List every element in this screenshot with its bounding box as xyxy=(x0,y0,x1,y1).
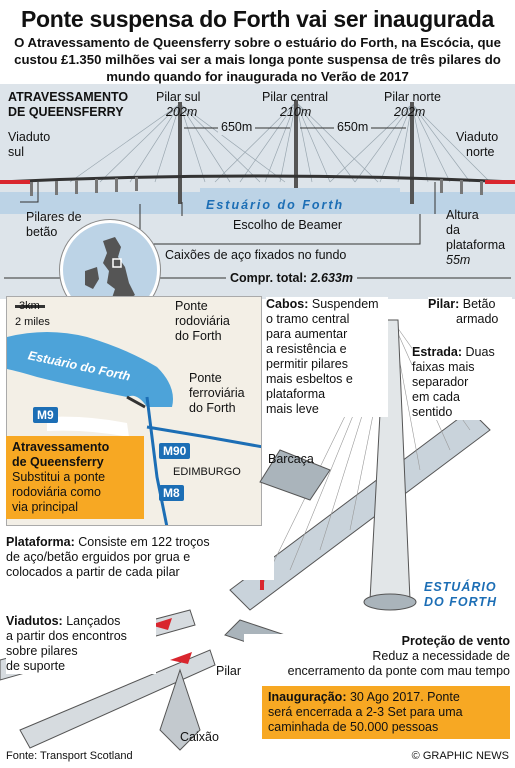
rail-bridge-label-2: ferroviária xyxy=(189,386,245,400)
road-line-1: Duas xyxy=(465,345,495,359)
wind-title: Proteção de vento xyxy=(401,634,510,648)
opening-line-2: será encerrada a 2-3 Set para uma xyxy=(268,705,463,719)
opening-line-3: caminhada de 50.000 pessoas xyxy=(268,720,439,734)
deck-height-label-2: da xyxy=(446,223,460,237)
map-scale-miles: 2 miles xyxy=(15,316,50,328)
cables-line-2: o tramo central xyxy=(266,312,350,326)
uk-map-icon xyxy=(85,237,135,303)
steel-caissons-label: Caixões de aço fixados no fundo xyxy=(162,248,350,263)
viaducts-line-2: a partir dos encontros xyxy=(6,629,127,643)
deck-height-label-1: Altura xyxy=(446,208,479,222)
wind-line-2: encerramento da ponte com mau tempo xyxy=(287,664,510,678)
wind-line-1: Reduz a necessidade de xyxy=(372,649,510,663)
span-length-1: 650m xyxy=(218,120,256,135)
south-tower-label: Pilar sul xyxy=(156,90,201,104)
m8-road-sign: M8 xyxy=(159,485,184,501)
bridge-elevation-drawing xyxy=(0,100,515,279)
north-tower-label: Pilar norte xyxy=(384,90,441,104)
cables-line-1: Suspendem xyxy=(311,297,379,311)
viaducts-line-3: sobre pilares xyxy=(6,644,78,658)
cables-line-4: a resistência e xyxy=(266,342,347,356)
deck-line-3: colocados a partir de cada pilar xyxy=(6,565,180,579)
cables-line-3: para aumentar xyxy=(266,327,348,341)
road-note: Estrada: Duas faixas mais separador em c… xyxy=(412,345,512,420)
wind-protection-note: Proteção de vento Reduz a necessidade de… xyxy=(244,634,510,679)
edinburgh-label: EDIMBURGO xyxy=(173,466,241,478)
queensferry-info-box: Atravessamento de Queensferry Substitui … xyxy=(6,436,144,519)
north-viaduct-label-1: Viaduto xyxy=(456,130,499,144)
crossing-label-2: DE QUEENSFERRY xyxy=(8,105,124,119)
estuary-3d-label-1: ESTUÁRIO xyxy=(424,580,497,594)
viaducts-note: Viadutos: Lançados a partir dos encontro… xyxy=(6,614,156,674)
pylon-note: Pilar: Betão armado xyxy=(428,297,512,327)
deck-height-label-3: plataforma xyxy=(446,238,506,252)
forth-map-drawing xyxy=(7,305,261,525)
road-line-2: faixas mais xyxy=(412,360,475,374)
beamer-rock-label: Escolho de Beamer xyxy=(230,218,346,233)
central-tower-label: Pilar central xyxy=(262,90,328,104)
map-scale-km: 3km xyxy=(19,300,40,312)
road-line-5: sentido xyxy=(412,405,453,419)
road-bridge-label-3: do Forth xyxy=(175,329,222,343)
opening-line-1: 30 Ago 2017. Ponte xyxy=(349,690,460,704)
viaducts-line-1: Lançados xyxy=(66,614,121,628)
page-title: Ponte suspensa do Forth vai ser inaugura… xyxy=(20,6,495,32)
road-bridge-label-2: rodoviária xyxy=(175,314,230,328)
estuary-label: Estuário do Forth xyxy=(206,198,345,212)
queensferry-box-text-1: Substitui a ponte xyxy=(12,470,106,484)
estuary-3d-label-2: DO FORTH xyxy=(424,595,498,609)
queensferry-box-title-1: Atravessamento xyxy=(12,440,110,454)
source-credit: Fonte: Transport Scotland xyxy=(6,750,133,762)
crossing-label-1: ATRAVESSAMENTO xyxy=(8,90,129,104)
north-viaduct-label-2: norte xyxy=(466,145,495,159)
road-line-4: em cada xyxy=(412,390,460,404)
road-title: Estrada: xyxy=(412,345,463,359)
cables-line-8: mais leve xyxy=(266,402,319,416)
location-map: 3km 2 miles Estuário do Forth Ponte rodo… xyxy=(6,296,262,526)
pylon-line-2: armado xyxy=(456,312,499,326)
pier-label: Pilar xyxy=(216,664,242,678)
deck-line-1: Consiste em 122 troços xyxy=(78,535,210,549)
viaducts-title: Viadutos: xyxy=(6,614,63,628)
queensferry-box-text-3: via principal xyxy=(12,500,79,514)
total-length-value: 2.633m xyxy=(310,271,353,285)
opening-info-box: Inauguração: 30 Ago 2017. Ponte será enc… xyxy=(262,686,510,739)
south-tower-height: 202m xyxy=(166,105,198,119)
cables-line-5: permitir pilares xyxy=(266,357,348,371)
south-viaduct-label-2: sul xyxy=(8,145,24,159)
m9-road-sign: M9 xyxy=(33,407,58,423)
pylon-line-1: Betão xyxy=(462,297,496,311)
south-viaduct-label-1: Viaduto xyxy=(8,130,51,144)
deck-line-2: de aço/betão erguidos por grua e xyxy=(6,550,191,564)
north-tower-height: 202m xyxy=(394,105,426,119)
total-length-label: Compr. total: xyxy=(230,271,308,285)
barge-label: Barcaça xyxy=(268,452,314,466)
cables-line-7: plataforma xyxy=(266,387,326,401)
rail-bridge-label-1: Ponte xyxy=(189,371,222,385)
concrete-piers-label-1: Pilares de xyxy=(26,210,82,224)
cables-line-6: mais esbeltos e xyxy=(266,372,353,386)
deck-height-value: 55m xyxy=(446,253,471,267)
queensferry-box-title-2: de Queensferry xyxy=(12,455,104,469)
span-length-2: 650m xyxy=(334,120,372,135)
road-line-3: separador xyxy=(412,375,469,389)
pylon-title: Pilar: xyxy=(428,297,460,311)
deck-note: Plataforma: Consiste em 122 troços de aç… xyxy=(6,535,274,580)
total-length: Compr. total: 2.633m xyxy=(226,271,357,286)
page-subtitle: O Atravessamento de Queensferry sobre o … xyxy=(14,35,501,84)
concrete-piers-label-2: betão xyxy=(26,225,58,239)
cables-note: Cabos: Suspendem o tramo central para au… xyxy=(266,297,388,417)
graphic-news-credit: © GRAPHIC NEWS xyxy=(411,750,509,762)
m90-road-sign: M90 xyxy=(159,443,191,459)
rail-bridge-label-3: do Forth xyxy=(189,401,236,415)
road-bridge-label-1: Ponte xyxy=(175,299,208,313)
central-tower-height: 210m xyxy=(280,105,312,119)
opening-title: Inauguração: xyxy=(268,690,347,704)
deck-title: Plataforma: xyxy=(6,535,75,549)
cables-title: Cabos: xyxy=(266,297,309,311)
caisson-label: Caixão xyxy=(180,730,219,744)
queensferry-box-text-2: rodoviária como xyxy=(12,485,101,499)
viaducts-line-4: de suporte xyxy=(6,659,66,673)
